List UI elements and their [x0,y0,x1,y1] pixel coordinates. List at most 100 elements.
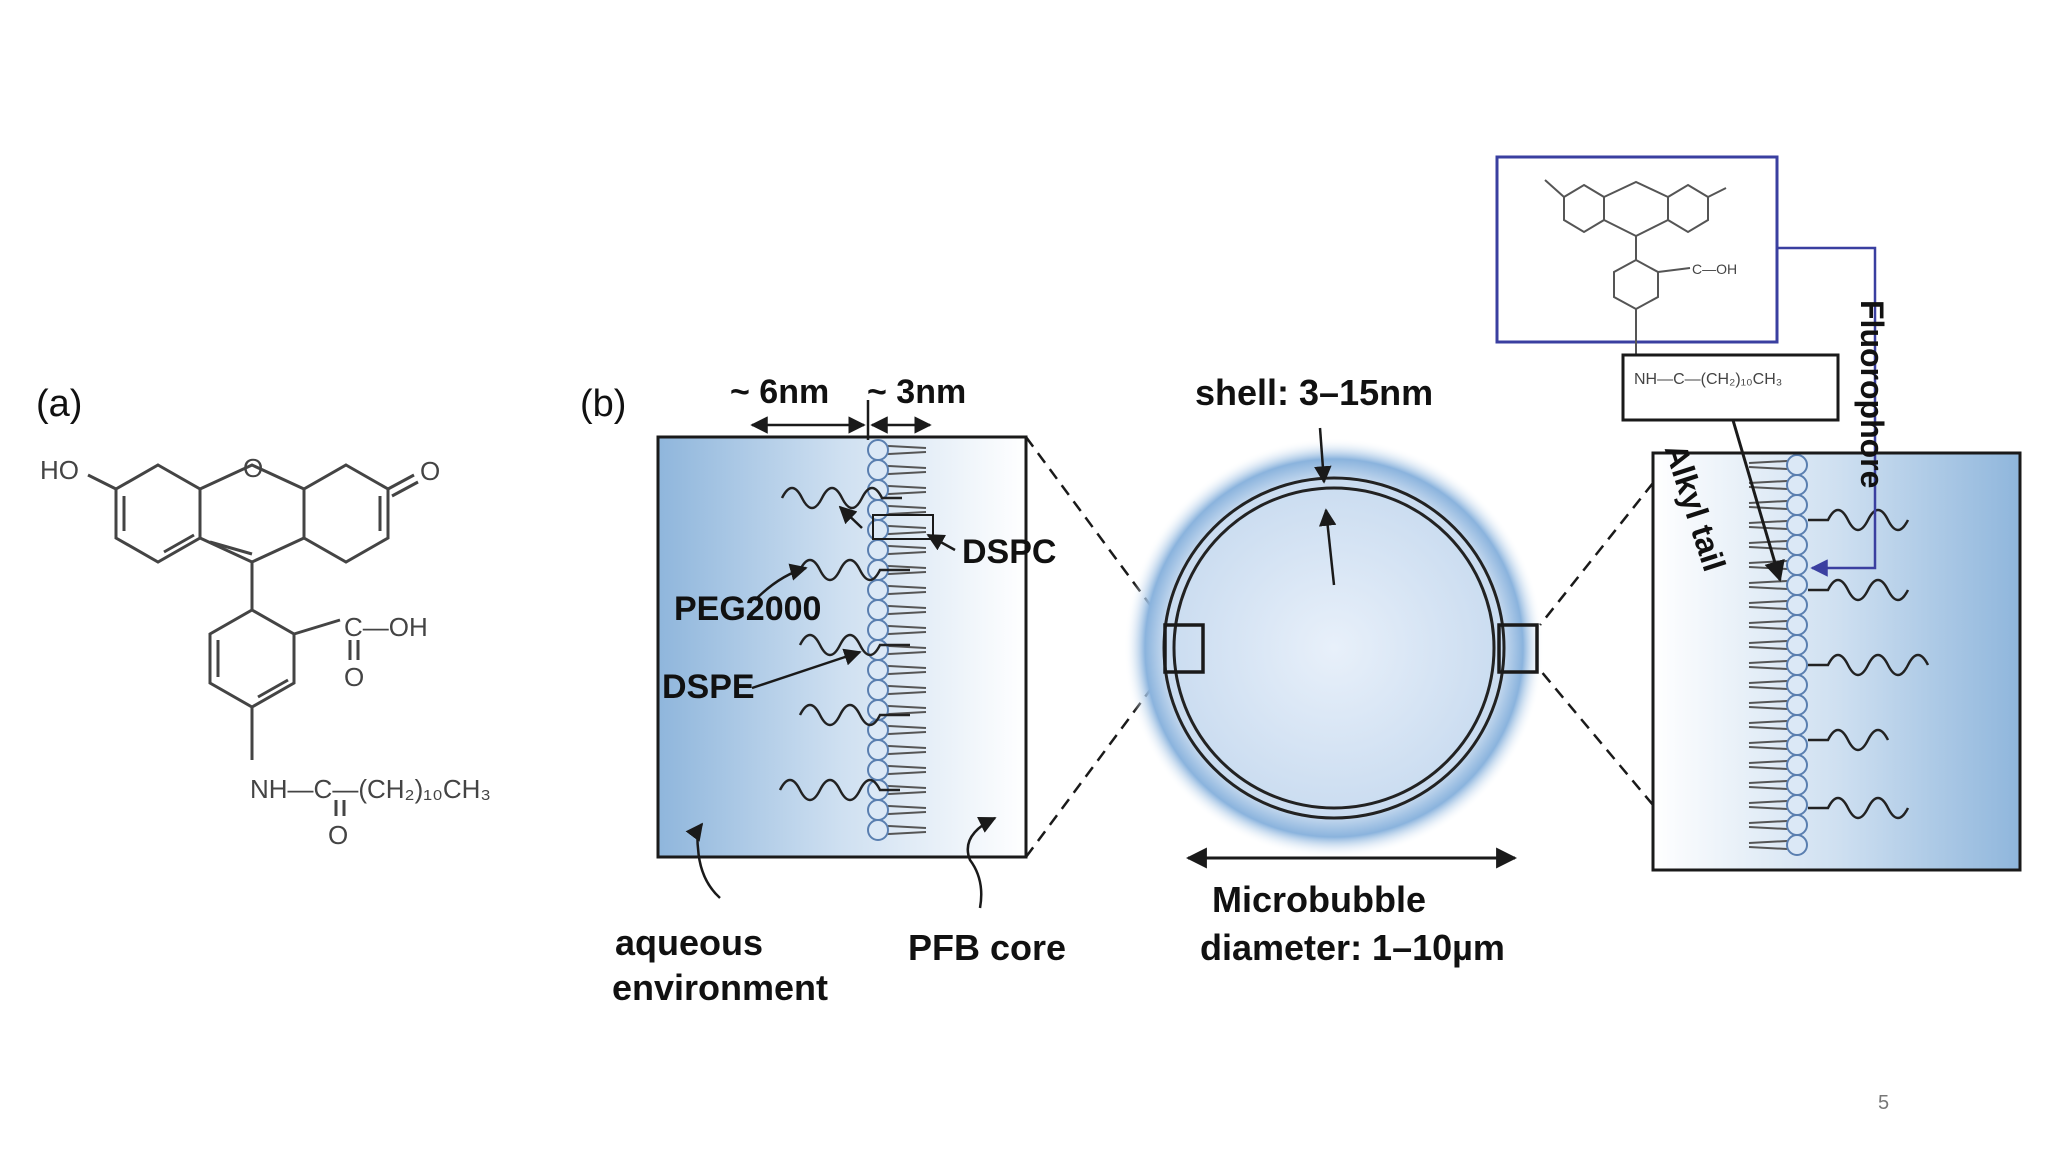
label-peg2000: PEG2000 [674,590,822,628]
label-microbubble: Microbubble [1212,879,1426,920]
lipid-head [1786,754,1808,776]
lipid-head [1786,834,1808,856]
lipid-head [1786,694,1808,716]
lipid-head [867,759,889,781]
label-aqueous-line2: environment [612,967,829,1008]
lipid-tail [887,565,927,575]
lipid-head [867,599,889,621]
lipid-tail [887,805,927,815]
lipid-tail [887,445,927,455]
atom-ring-o: O [243,453,264,483]
lipid-head [1786,714,1808,736]
lipid-tail [1748,520,1788,530]
lipid-tail [887,525,927,535]
lipid-head [1786,594,1808,616]
lipid-head [867,619,889,641]
lipid-tail [887,745,927,755]
lipid-tail [887,785,927,795]
dimension-3nm: ~ 3nm [867,373,967,411]
lipid-tail [887,545,927,555]
lipid-head [1786,614,1808,636]
dimension-6nm: ~ 6nm [730,373,830,411]
membrane-closeup-right [1651,246,2022,872]
lipid-tail [887,825,927,835]
lipid-tail [1748,760,1788,770]
left-leader-lines [685,505,997,909]
lipid-tail [887,585,927,595]
lipid-tail [1748,660,1788,670]
lipid-head [867,439,889,461]
atom-ho: HO [40,455,79,485]
zoom-lines [1024,436,1654,858]
lipid-head [1786,574,1808,596]
lipid-head [1786,674,1808,696]
membrane-closeup-left [656,435,1028,859]
panel-a-tag: (a) [36,383,83,425]
lipid-tail [887,665,927,675]
lipid-tail [887,505,927,515]
dimension-arrows [750,400,932,440]
lipid-tail [887,605,927,615]
lipid-tail [887,625,927,635]
atom-carbonyl-o: O [344,662,365,692]
lipid-tail [1748,460,1788,470]
lipid-head [1786,774,1808,796]
lipid-head [1786,814,1808,836]
lipid-head [867,539,889,561]
atom-amide: NH—C—(CH₂)₁₀CH₃ [250,774,491,804]
label-dspe: DSPE [662,668,755,706]
label-diameter: diameter: 1–10µm [1200,927,1505,968]
lipid-tail [887,725,927,735]
lipid-head [867,799,889,821]
slide-number: 5 [1878,1092,1890,1114]
lipid-head [867,459,889,481]
atom-carbonyl: C—OH [344,612,428,642]
lipid-head [867,519,889,541]
lipid-tail [1748,780,1788,790]
lipid-head [867,579,889,601]
inset-amide: NH—C—(CH₂)₁₀CH₃ [1634,371,1783,388]
lipid-tail [1748,700,1788,710]
lipid-head [867,719,889,741]
fluorophore-inset-structure [1495,155,1840,422]
lipid-head [1786,654,1808,676]
inset-carbonyl: C—OH [1692,261,1738,277]
lipid-head [867,659,889,681]
lipid-tail [887,685,927,695]
lipid-tail [887,645,927,655]
label-fluorophore: Fluorophore [1854,300,1890,489]
lipid-tail [1748,620,1788,630]
lipid-head [867,679,889,701]
lipid-head [1786,514,1808,536]
atom-amide-o: O [328,820,349,850]
lipid-tail [1748,820,1788,830]
lipid-tail [1748,840,1788,850]
label-aqueous-line1: aqueous [615,922,764,963]
lipid-head [1786,454,1808,476]
lipid-tail [1748,680,1788,690]
lipid-tail [887,765,927,775]
lipid-tail [887,465,927,475]
lipid-head [867,499,889,521]
lipid-head [1786,734,1808,756]
microbubble [1124,427,1544,869]
lipid-head [1786,794,1808,816]
lipid-tail [1748,600,1788,610]
lipid-tail [887,705,927,715]
lipid-tail [1748,720,1788,730]
lipid-head [1786,534,1808,556]
atom-keto-o: O [420,456,441,486]
lipid-head [1786,554,1808,576]
lipid-tail [1748,800,1788,810]
lipid-tail [887,485,927,495]
lipid-tail [1748,480,1788,490]
lipid-tail [1748,740,1788,750]
lipid-head [867,819,889,841]
fluorescein-structure [87,463,419,816]
lipid-tail [1748,640,1788,650]
lipid-head [1786,474,1808,496]
lipid-tail [1748,500,1788,510]
lipid-head [867,739,889,761]
label-dspc: DSPC [962,533,1057,571]
